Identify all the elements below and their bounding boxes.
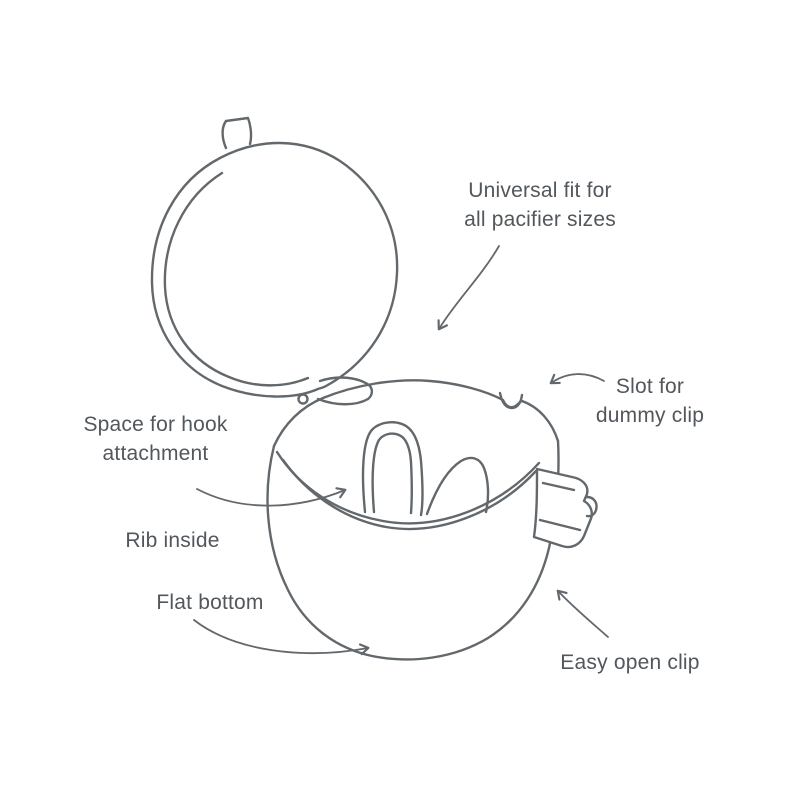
bowl-front-rim-outer [275,450,541,525]
bowl-front-rim-inner [281,458,538,531]
arrow-universal-fit [437,245,500,331]
lid-inner-rim [163,171,310,387]
lid-outline [150,141,399,398]
label-space-for-hook: Space for hook attachment [48,410,263,468]
label-hook-line1: Space for hook [83,413,228,436]
label-universal-fit-line1: Universal fit for [468,179,612,202]
label-slot-dummy-clip: Slot for dummy clip [570,372,730,430]
clip-body [532,467,593,549]
bowl-back-rim [272,379,560,448]
arrow-rib-inside [196,487,347,507]
hinge-end [366,383,374,401]
label-slot-line1: Slot for [615,375,685,398]
label-hook-line2: attachment [102,442,209,465]
slot-notch [498,391,524,410]
clip-detail-top [541,481,576,492]
hinge-pin [297,393,309,405]
label-flat-bottom: Flat bottom [156,591,264,614]
bowl-outline [266,439,560,661]
label-universal-fit: Universal fit for all pacifier sizes [425,176,655,234]
hinge-top [318,376,371,387]
clip-detail-bottom [538,518,582,532]
rib-inner [371,432,413,515]
clip-latch-bump [585,495,598,518]
arrow-easy-open-clip [556,589,609,638]
arrow-slot-dummy-clip [549,373,605,385]
label-universal-fit-line2: all pacifier sizes [464,208,616,231]
divider-flap [425,456,490,516]
arrow-flat-bottom [193,619,370,656]
rib-outer [361,421,424,517]
label-easy-open-clip: Easy open clip [560,651,700,674]
label-slot-line2: dummy clip [595,404,705,427]
label-rib-inside: Rib inside [125,529,220,552]
hinge-bottom [316,397,370,406]
lid-tab [221,116,253,150]
